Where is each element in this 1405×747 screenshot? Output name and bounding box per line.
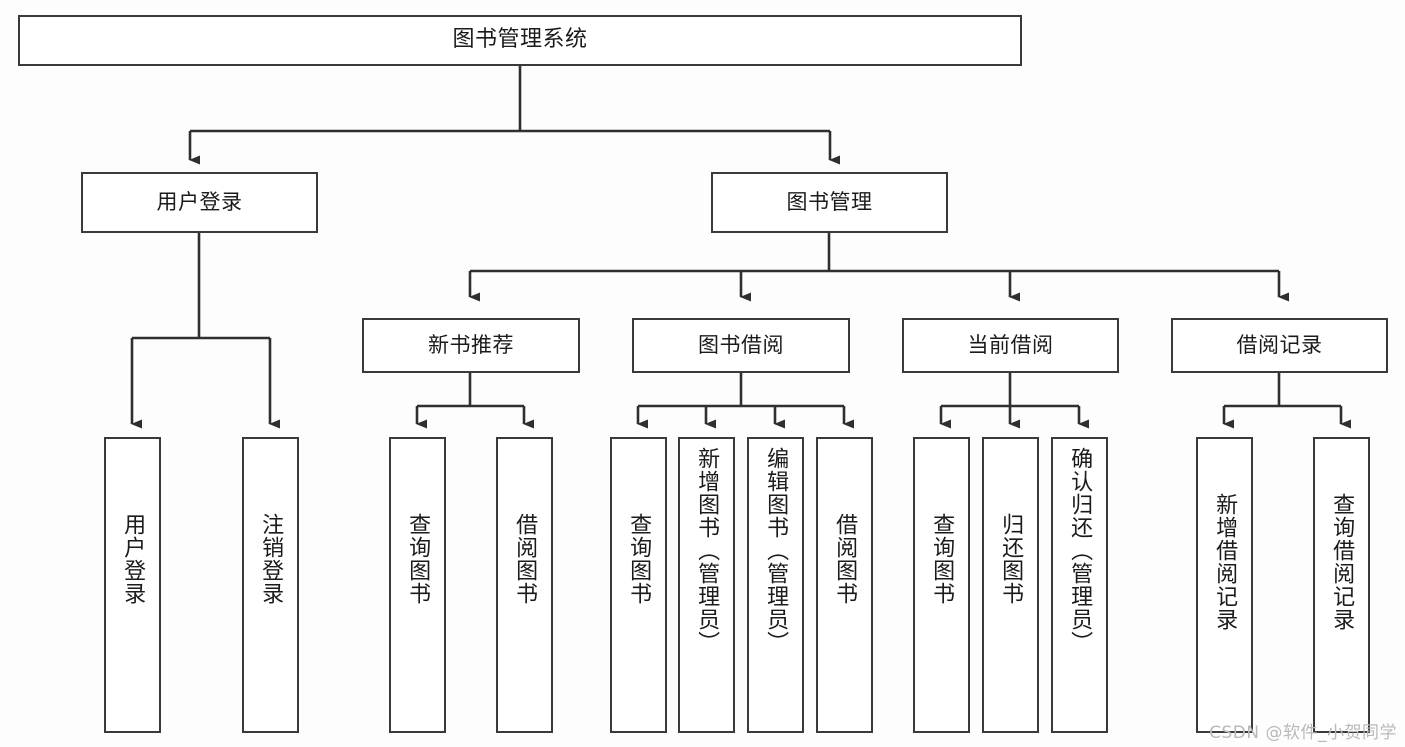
leaf-user-logout[interactable]: 注销登录	[242, 437, 299, 733]
leaf-query-book-current[interactable]: 查询图书	[913, 437, 970, 733]
leaf-query-book-recommend[interactable]: 查询图书	[389, 437, 446, 733]
node-label: 用户登录	[156, 189, 243, 214]
node-label: 新增图书（管理员）	[694, 447, 720, 654]
node-label: 新增借阅记录	[1212, 493, 1238, 631]
node-label: 借阅图书	[512, 513, 538, 605]
leaf-user-login[interactable]: 用户登录	[104, 437, 161, 733]
node-label: 用户登录	[120, 513, 146, 605]
node-label: 查询图书	[405, 513, 431, 605]
leaf-edit-book-admin[interactable]: 编辑图书（管理员）	[747, 437, 804, 733]
leaf-query-borrow-record[interactable]: 查询借阅记录	[1313, 437, 1370, 733]
node-label: 图书管理系统	[452, 27, 588, 53]
node-user-login[interactable]: 用户登录	[81, 172, 318, 233]
node-label: 新书推荐	[428, 332, 514, 357]
node-root-book-management-system[interactable]: 图书管理系统	[18, 15, 1022, 66]
node-label: 借阅图书	[832, 513, 858, 605]
csdn-watermark: CSDN @软件_小贺同学	[1209, 723, 1397, 743]
node-new-book-recommend[interactable]: 新书推荐	[362, 318, 580, 373]
node-book-management[interactable]: 图书管理	[711, 172, 948, 233]
node-current-borrow[interactable]: 当前借阅	[902, 318, 1119, 373]
node-label: 查询图书	[929, 513, 955, 605]
leaf-query-book-borrow[interactable]: 查询图书	[610, 437, 667, 733]
leaf-return-book[interactable]: 归还图书	[982, 437, 1039, 733]
node-label: 编辑图书（管理员）	[763, 447, 789, 654]
node-label: 归还图书	[998, 513, 1024, 605]
leaf-add-borrow-record[interactable]: 新增借阅记录	[1196, 437, 1253, 733]
node-label: 借阅记录	[1236, 332, 1323, 357]
node-label: 确认归还（管理员）	[1067, 447, 1093, 654]
node-label: 查询图书	[626, 513, 652, 605]
node-label: 查询借阅记录	[1329, 493, 1355, 631]
node-borrow-record[interactable]: 借阅记录	[1171, 318, 1388, 373]
leaf-confirm-return-admin[interactable]: 确认归还（管理员）	[1051, 437, 1108, 733]
leaf-borrow-book[interactable]: 借阅图书	[816, 437, 873, 733]
node-label: 图书管理	[786, 189, 873, 214]
node-book-borrow[interactable]: 图书借阅	[632, 318, 850, 373]
node-label: 注销登录	[258, 513, 284, 605]
node-label: 当前借阅	[967, 332, 1054, 357]
leaf-borrow-book-recommend[interactable]: 借阅图书	[496, 437, 553, 733]
node-label: 图书借阅	[698, 332, 784, 357]
leaf-add-book-admin[interactable]: 新增图书（管理员）	[678, 437, 735, 733]
